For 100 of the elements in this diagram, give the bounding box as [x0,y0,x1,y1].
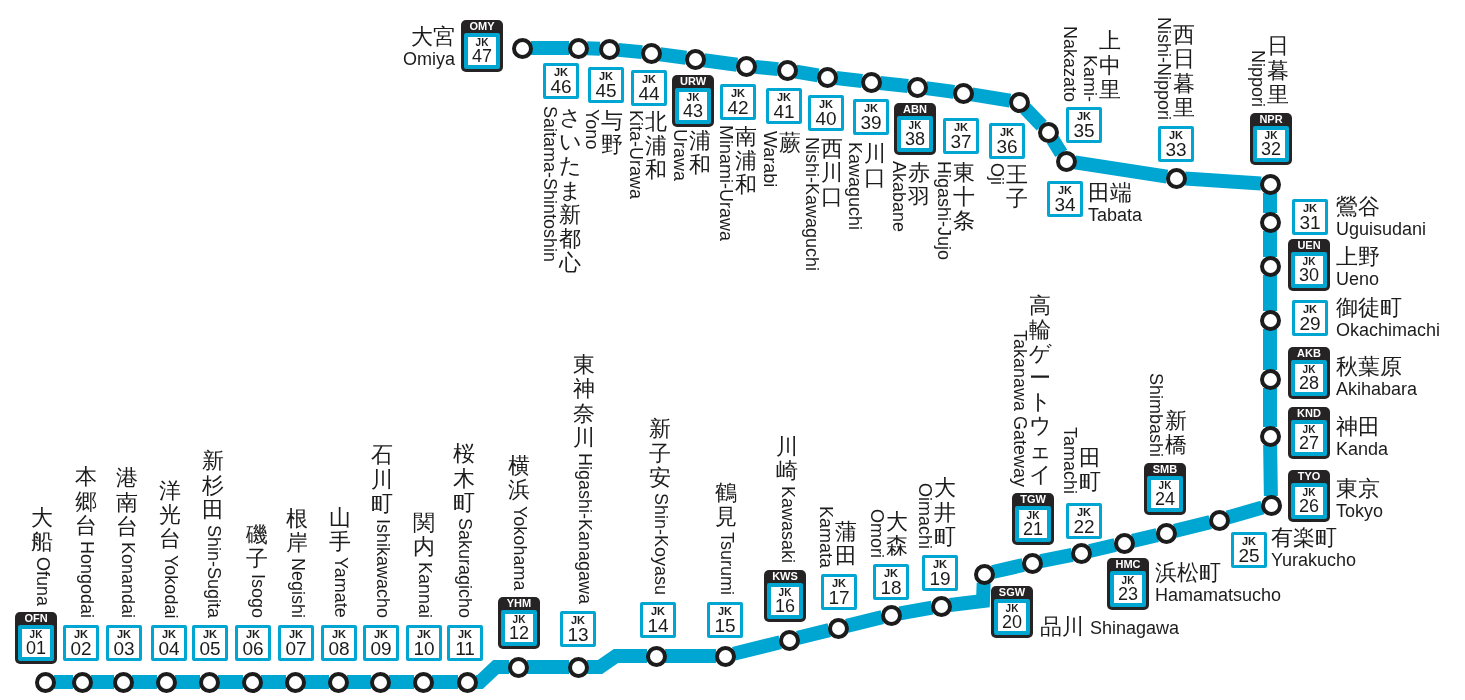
station-number: 18 [880,578,902,597]
station-number-tag [1144,463,1186,515]
station-number-box [707,602,743,638]
station-name: 桜木町 [453,442,475,515]
line-code: JK [1076,110,1092,122]
station-name-romaji: Okachimachi [1336,320,1441,341]
station-number-box [560,611,596,647]
station-number: 10 [413,639,435,658]
line-code: JK [202,628,218,640]
station-name-romaji: Yamate [330,557,350,618]
station-name-romaji: Omori [866,509,886,558]
line-code: JK [1026,510,1040,521]
station-marker [1259,425,1281,447]
station-name: 大井町 [933,476,956,549]
station-code: TYO [1297,470,1321,483]
station-name-romaji: Nishi-Nippori [1153,16,1173,120]
station-marker [1113,532,1135,554]
rail-line [304,675,329,689]
station-marker [930,595,952,617]
station-marker [684,48,706,70]
rail-line [531,41,569,55]
station-number-box [447,625,483,661]
station-name-romaji: Nippori [1247,49,1267,107]
station-name-romaji: Higashi-Kanagawa [574,452,594,604]
station-name-romaji: Hamamatsucho [1155,585,1282,606]
station-name-romaji: Kawasaki [777,485,797,563]
rail-line [754,59,779,77]
station-name: 磯子 [246,522,268,571]
station-marker [1259,309,1281,331]
station-name-romaji: Shin-Sugita [203,524,223,618]
station-number-box [873,564,909,600]
station-number-box [363,625,399,661]
line-code: JK [73,628,89,640]
station-number: 30 [1299,266,1319,284]
station-number: 42 [727,98,749,117]
station-name-romaji: Oimachi [914,483,934,549]
line-code: JK [553,66,569,78]
line-code: JK [776,91,792,103]
line-code: JK [1302,364,1316,375]
station-number: 31 [1299,213,1321,232]
station-marker [1259,211,1281,233]
station-number-tag [764,570,806,622]
station-marker [827,617,849,639]
station-marker [860,71,882,93]
station-marker [645,645,667,667]
station-name-romaji: Higashi-Jujo [933,161,953,261]
station-number-box [588,67,624,103]
station-name-romaji: Tokyo [1336,501,1384,522]
line-code: JK [1302,256,1316,267]
station-name: 蕨 [778,131,801,156]
line-code: JK [831,577,847,589]
station-marker [198,671,220,693]
station-name-romaji: Negishi [287,557,307,618]
station-number-tag [461,20,503,72]
station-number: 14 [647,616,669,635]
station-number: 19 [929,569,951,588]
station-number: 09 [370,639,392,658]
station-number: 23 [1118,585,1138,603]
station-number-tag [1288,347,1330,399]
rail-line [261,675,286,689]
line-code: JK [1076,506,1092,518]
line-code: JK [416,628,432,640]
station-name: 根岸 [286,506,308,555]
station-name-romaji: Urawa [669,129,689,181]
station-code: OFN [24,612,48,625]
station-number: 36 [996,137,1018,156]
rail-line [835,71,863,88]
station-number-tag [1288,470,1330,522]
station-number-tag [894,103,936,155]
station-marker [906,76,928,98]
station-name: 新杉田 [202,449,224,522]
station-number-tag [1250,113,1292,165]
station-marker [34,671,56,693]
rail-line [949,582,991,612]
station-number-tag [15,612,57,664]
station-name: 川口 [863,142,886,191]
station-number-box [1066,107,1102,143]
station-marker [241,671,263,693]
station-number: 33 [1165,140,1187,159]
station-number-box [922,555,958,591]
rail-line [845,610,884,633]
station-name: さいたま新都心 [558,106,581,276]
rail-line [1263,444,1278,497]
line-code: JK [932,558,948,570]
station-number-box [1292,300,1328,336]
station-name-romaji: Isogo [247,573,267,618]
station-number-tag [1107,558,1149,610]
station-number-tag [991,586,1033,638]
station-marker [412,671,434,693]
rail-line [1225,500,1265,525]
station-name: 赤羽 [907,161,930,210]
station-number: 08 [328,639,350,658]
station-number: 38 [905,130,925,148]
rail-line [1263,275,1277,311]
station-marker [1008,91,1030,113]
station-number-box [640,602,676,638]
station-name-romaji: Ishikawacho [372,518,392,618]
line-code: JK [1264,130,1278,141]
station-number-tag [1012,493,1054,545]
line-code: JK [1057,184,1073,196]
